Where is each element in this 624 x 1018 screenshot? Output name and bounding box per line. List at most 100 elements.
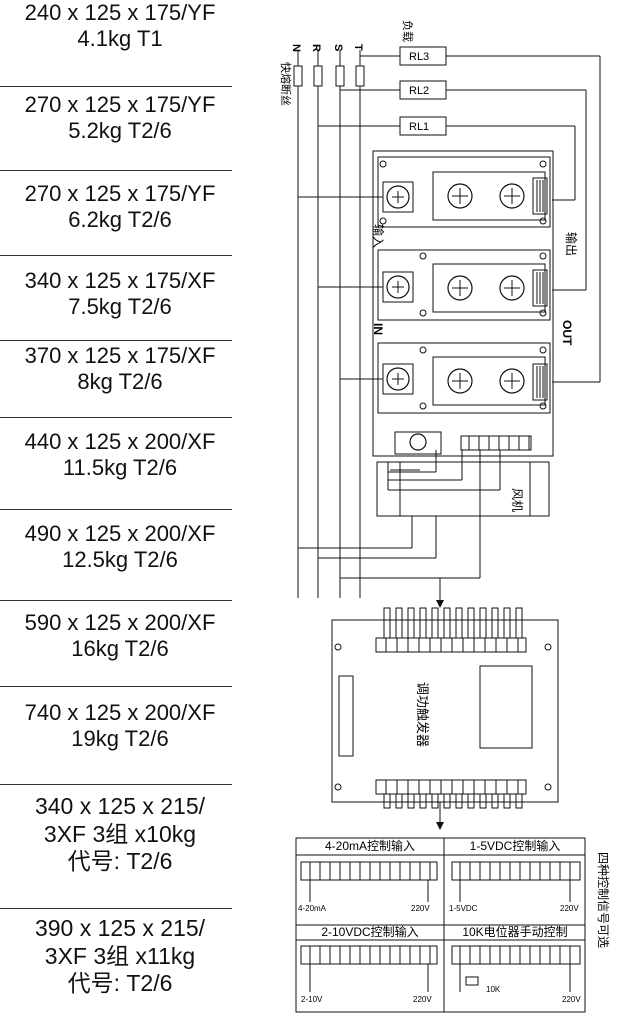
connector-pin <box>515 607 523 639</box>
wiring-diagram: 快熔断丝 N R S T 负载 RL3 RL2 RL1 输入 输出 IN OUT… <box>279 20 610 1013</box>
spec-size: 270 x 125 x 175/YF <box>24 181 216 206</box>
connector-pin <box>407 793 415 809</box>
arrow-down-icon <box>436 822 444 830</box>
spec-weight: 19kg T2/6 <box>71 726 169 752</box>
connector-pin <box>467 607 475 639</box>
spec-weight: 16kg T2/6 <box>71 636 169 662</box>
connector-pin <box>455 607 463 639</box>
arrow-down-icon <box>436 600 444 608</box>
spec-weight: 12.5kg T2/6 <box>62 547 178 573</box>
divider <box>0 170 232 171</box>
spec-size: 240 x 125 x 175/YF <box>24 0 216 25</box>
load-rl1: RL1 <box>409 121 429 133</box>
spec-size: 340 x 125 x 175/XF <box>24 268 216 293</box>
spec-size: 590 x 125 x 200/XF <box>24 610 216 635</box>
screw-icons <box>386 183 525 451</box>
divider <box>0 600 232 601</box>
phase-n: N <box>290 44 302 52</box>
divider <box>0 908 232 909</box>
divider <box>0 86 232 87</box>
input-label-cn: 输入 <box>371 224 386 248</box>
mode-left-label: 1-5VDC <box>449 904 478 913</box>
spec-weight: 3XF 3组 x10kg <box>43 820 197 847</box>
phase-r: R <box>310 44 322 52</box>
spec-item: 270 x 125 x 175/YF 6.2kg T2/6 <box>0 181 240 234</box>
mode-title: 4-20mA控制输入 <box>325 838 415 853</box>
connector-pin <box>383 793 391 809</box>
load-rl3: RL3 <box>409 51 429 63</box>
spec-item: 370 x 125 x 175/XF 8kg T2/6 <box>0 343 240 396</box>
spec-weight: 3XF 3组 x11kg <box>44 942 196 969</box>
divider <box>0 686 232 687</box>
connector-pin <box>443 793 451 809</box>
mode-title: 10K电位器手动控制 <box>462 924 567 939</box>
mode-left-label: 2-10V <box>301 995 323 1004</box>
mode-right-label: 220V <box>560 904 579 913</box>
in-label: IN <box>371 323 385 335</box>
signal-options-note: 四种控制信号可选 <box>596 852 610 948</box>
connector-pin <box>443 607 451 639</box>
spec-item: 590 x 125 x 200/XF 16kg T2/6 <box>0 610 240 663</box>
connector-pin <box>503 607 511 639</box>
connector-pin <box>479 607 487 639</box>
spec-size: 740 x 125 x 200/XF <box>24 700 216 725</box>
divider <box>0 509 232 510</box>
spec-code: 代号: T2/6 <box>67 970 173 997</box>
connector-pin <box>515 793 523 809</box>
spec-item: 340 x 125 x 175/XF 7.5kg T2/6 <box>0 268 240 321</box>
divider <box>0 417 232 418</box>
spec-weight: 5.2kg T2/6 <box>68 118 172 144</box>
spec-size: 440 x 125 x 200/XF <box>24 429 216 454</box>
connector-pin <box>431 607 439 639</box>
spec-size: 270 x 125 x 175/YF <box>24 92 216 117</box>
phase-t: T <box>352 44 364 51</box>
spec-item: 340 x 125 x 215/ 3XF 3组 x10kg 代号: T2/6 <box>0 793 240 876</box>
connector-pin <box>479 793 487 809</box>
fan-label: 风机 <box>510 488 524 512</box>
mode-title: 1-5VDC控制输入 <box>470 838 561 853</box>
mode-right-label: 220V <box>413 995 432 1004</box>
connector-pin <box>455 793 463 809</box>
load-label: 负载 <box>401 20 415 42</box>
connector-pin <box>419 793 427 809</box>
divider <box>0 784 232 785</box>
connector-pin <box>467 793 475 809</box>
spec-weight: 4.1kg T1 <box>77 26 163 52</box>
connector-pin <box>383 607 391 639</box>
spec-size: 490 x 125 x 200/XF <box>24 521 216 546</box>
spec-item: 240 x 125 x 175/YF 4.1kg T1 <box>0 0 240 53</box>
spec-size: 340 x 125 x 215/ <box>34 793 206 819</box>
spec-item: 270 x 125 x 175/YF 5.2kg T2/6 <box>0 92 240 145</box>
connector-pin <box>431 793 439 809</box>
phase-s: S <box>332 44 344 51</box>
fuse-label: 快熔断丝 <box>279 62 293 106</box>
connector-pin <box>491 607 499 639</box>
mode-right-label: 220V <box>411 904 430 913</box>
connector-pin <box>407 607 415 639</box>
out-label: OUT <box>560 320 574 346</box>
spec-weight: 11.5kg T2/6 <box>62 455 178 481</box>
load-rl2: RL2 <box>409 85 429 97</box>
spec-size: 370 x 125 x 175/XF <box>24 343 216 368</box>
spec-weight: 8kg T2/6 <box>77 369 163 395</box>
connector-pin <box>395 793 403 809</box>
spec-size: 390 x 125 x 215/ <box>34 915 206 941</box>
spec-weight: 7.5kg T2/6 <box>68 294 172 320</box>
connector-pin <box>503 793 511 809</box>
output-label-cn: 输出 <box>564 232 579 256</box>
divider <box>0 255 232 256</box>
mode-left-label: 10K <box>486 985 501 994</box>
spec-weight: 6.2kg T2/6 <box>68 207 172 233</box>
connector-pin <box>419 607 427 639</box>
spec-item: 740 x 125 x 200/XF 19kg T2/6 <box>0 700 240 753</box>
spec-list: 240 x 125 x 175/YF 4.1kg T1 270 x 125 x … <box>0 0 240 1018</box>
spec-item: 490 x 125 x 200/XF 12.5kg T2/6 <box>0 521 240 574</box>
trigger-label: 调功触发器 <box>415 682 430 747</box>
spec-item: 390 x 125 x 215/ 3XF 3组 x11kg 代号: T2/6 <box>0 915 240 998</box>
divider <box>0 340 232 341</box>
mode-title: 2-10VDC控制输入 <box>321 924 418 939</box>
spec-code: 代号: T2/6 <box>67 848 173 875</box>
mode-right-label: 220V <box>562 995 581 1004</box>
mode-left-label: 4-20mA <box>298 904 327 913</box>
connector-pin <box>491 793 499 809</box>
